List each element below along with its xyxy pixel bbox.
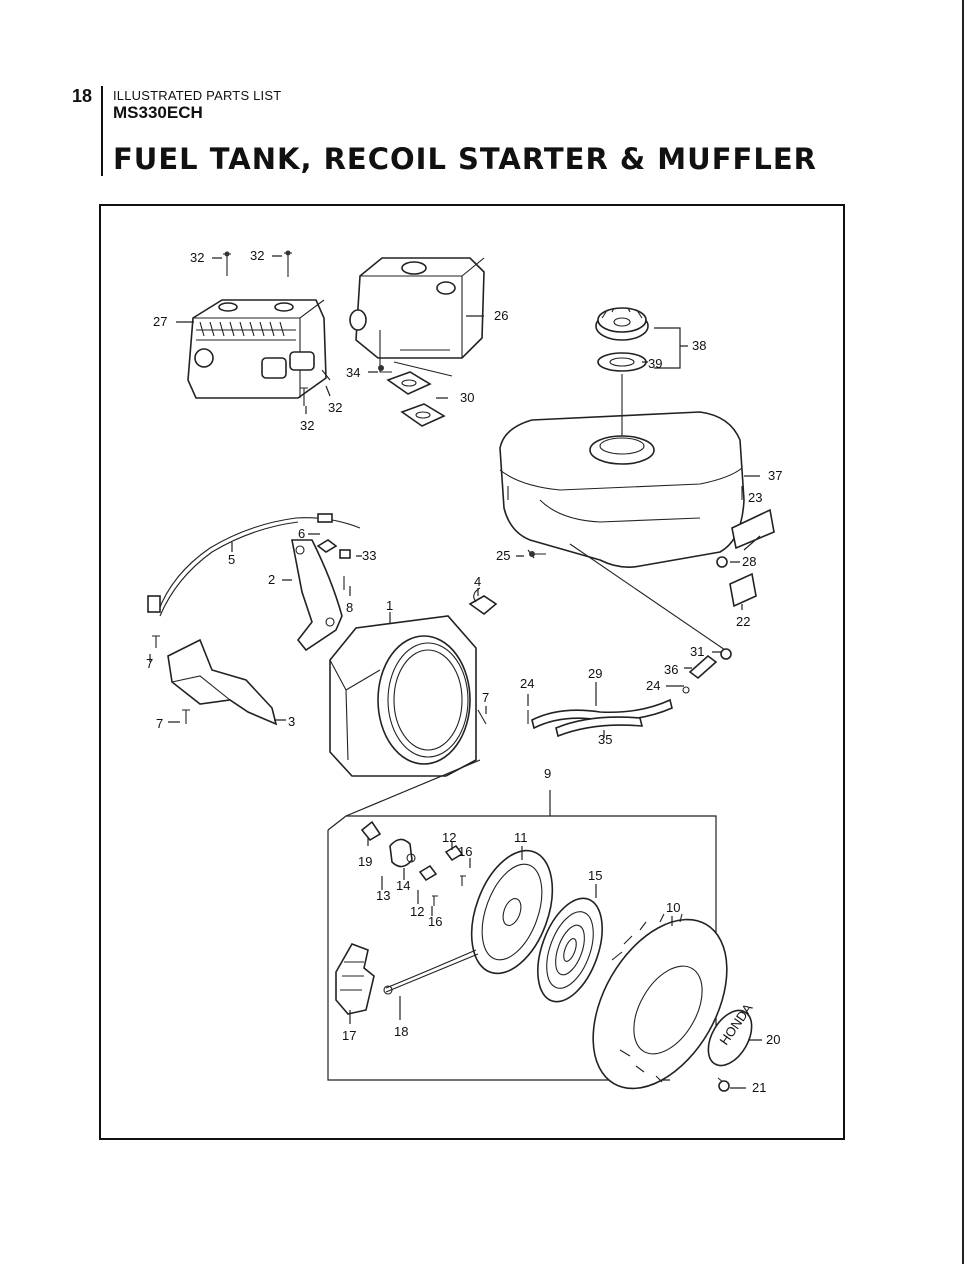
label-32: 32 bbox=[250, 248, 264, 263]
label-7: 7 bbox=[482, 690, 489, 705]
label-38: 38 bbox=[692, 338, 706, 353]
label-24: 24 bbox=[520, 676, 534, 691]
label-10: 10 bbox=[666, 900, 680, 915]
page-edge-rule bbox=[962, 0, 964, 1264]
label-19: 19 bbox=[358, 854, 372, 869]
label-14: 14 bbox=[396, 878, 410, 893]
label-12: 12 bbox=[410, 904, 424, 919]
shroud-bracket bbox=[152, 635, 278, 726]
leader-lines bbox=[149, 255, 762, 1089]
label-26: 26 bbox=[494, 308, 508, 323]
stay-bracket bbox=[291, 539, 498, 652]
fuel-tank bbox=[499, 374, 745, 568]
recoil-reel bbox=[470, 849, 554, 975]
label-13: 13 bbox=[376, 888, 390, 903]
fuel-tubes bbox=[527, 648, 732, 738]
part-number-labels: 32 32 27 26 34 30 32 32 38 39 37 23 28 2… bbox=[146, 248, 782, 1095]
starter-cover-disc: HONDA bbox=[707, 1000, 756, 1092]
label-30: 30 bbox=[460, 390, 474, 405]
label-16: 16 bbox=[458, 844, 472, 859]
label-28: 28 bbox=[742, 554, 756, 569]
label-18: 18 bbox=[394, 1024, 408, 1039]
starter-grip-and-rope bbox=[335, 943, 479, 1015]
label-33: 33 bbox=[362, 548, 376, 563]
fan-cover bbox=[329, 615, 487, 777]
label-16: 16 bbox=[428, 914, 442, 929]
label-32: 32 bbox=[300, 418, 314, 433]
muffler-protector bbox=[187, 299, 327, 399]
header-divider bbox=[101, 86, 103, 176]
section-label: ILLUSTRATED PARTS LIST bbox=[113, 88, 282, 103]
label-27: 27 bbox=[153, 314, 167, 329]
label-22: 22 bbox=[736, 614, 750, 629]
label-20: 20 bbox=[766, 1032, 780, 1047]
label-25: 25 bbox=[496, 548, 510, 563]
label-3: 3 bbox=[288, 714, 295, 729]
label-2: 2 bbox=[268, 572, 275, 587]
label-9: 9 bbox=[544, 766, 551, 781]
label-32: 32 bbox=[328, 400, 342, 415]
label-6: 6 bbox=[298, 526, 305, 541]
label-5: 5 bbox=[228, 552, 235, 567]
label-36: 36 bbox=[664, 662, 678, 677]
label-15: 15 bbox=[588, 868, 602, 883]
label-21: 21 bbox=[752, 1080, 766, 1095]
muffler bbox=[349, 257, 485, 377]
page-title: FUEL TANK, RECOIL STARTER & MUFFLER bbox=[113, 142, 817, 176]
label-23: 23 bbox=[748, 490, 762, 505]
page-number: 18 bbox=[71, 86, 92, 106]
bolt-32-set bbox=[223, 250, 331, 406]
label-4: 4 bbox=[474, 574, 481, 589]
label-32: 32 bbox=[190, 250, 204, 265]
label-34: 34 bbox=[346, 365, 360, 380]
label-11: 11 bbox=[514, 830, 528, 845]
label-24: 24 bbox=[646, 678, 660, 693]
label-1: 1 bbox=[386, 598, 393, 613]
label-31: 31 bbox=[690, 644, 704, 659]
muffler-gaskets bbox=[378, 365, 446, 427]
label-39: 39 bbox=[648, 356, 662, 371]
label-35: 35 bbox=[598, 732, 612, 747]
label-12: 12 bbox=[442, 830, 456, 845]
wire-harness bbox=[147, 513, 361, 617]
diagram-frame bbox=[99, 204, 845, 1140]
label-37: 37 bbox=[768, 468, 782, 483]
label-7: 7 bbox=[156, 716, 163, 731]
label-8: 8 bbox=[346, 600, 353, 615]
starter-case bbox=[592, 913, 728, 1090]
model-name: MS330ECH bbox=[113, 103, 203, 122]
label-29: 29 bbox=[588, 666, 602, 681]
ratchet-parts bbox=[360, 820, 466, 906]
label-7: 7 bbox=[146, 656, 153, 671]
fuel-cap bbox=[595, 307, 649, 372]
label-17: 17 bbox=[342, 1028, 356, 1043]
recoil-spring bbox=[537, 897, 603, 1003]
tank-labels-and-nut bbox=[527, 508, 775, 653]
